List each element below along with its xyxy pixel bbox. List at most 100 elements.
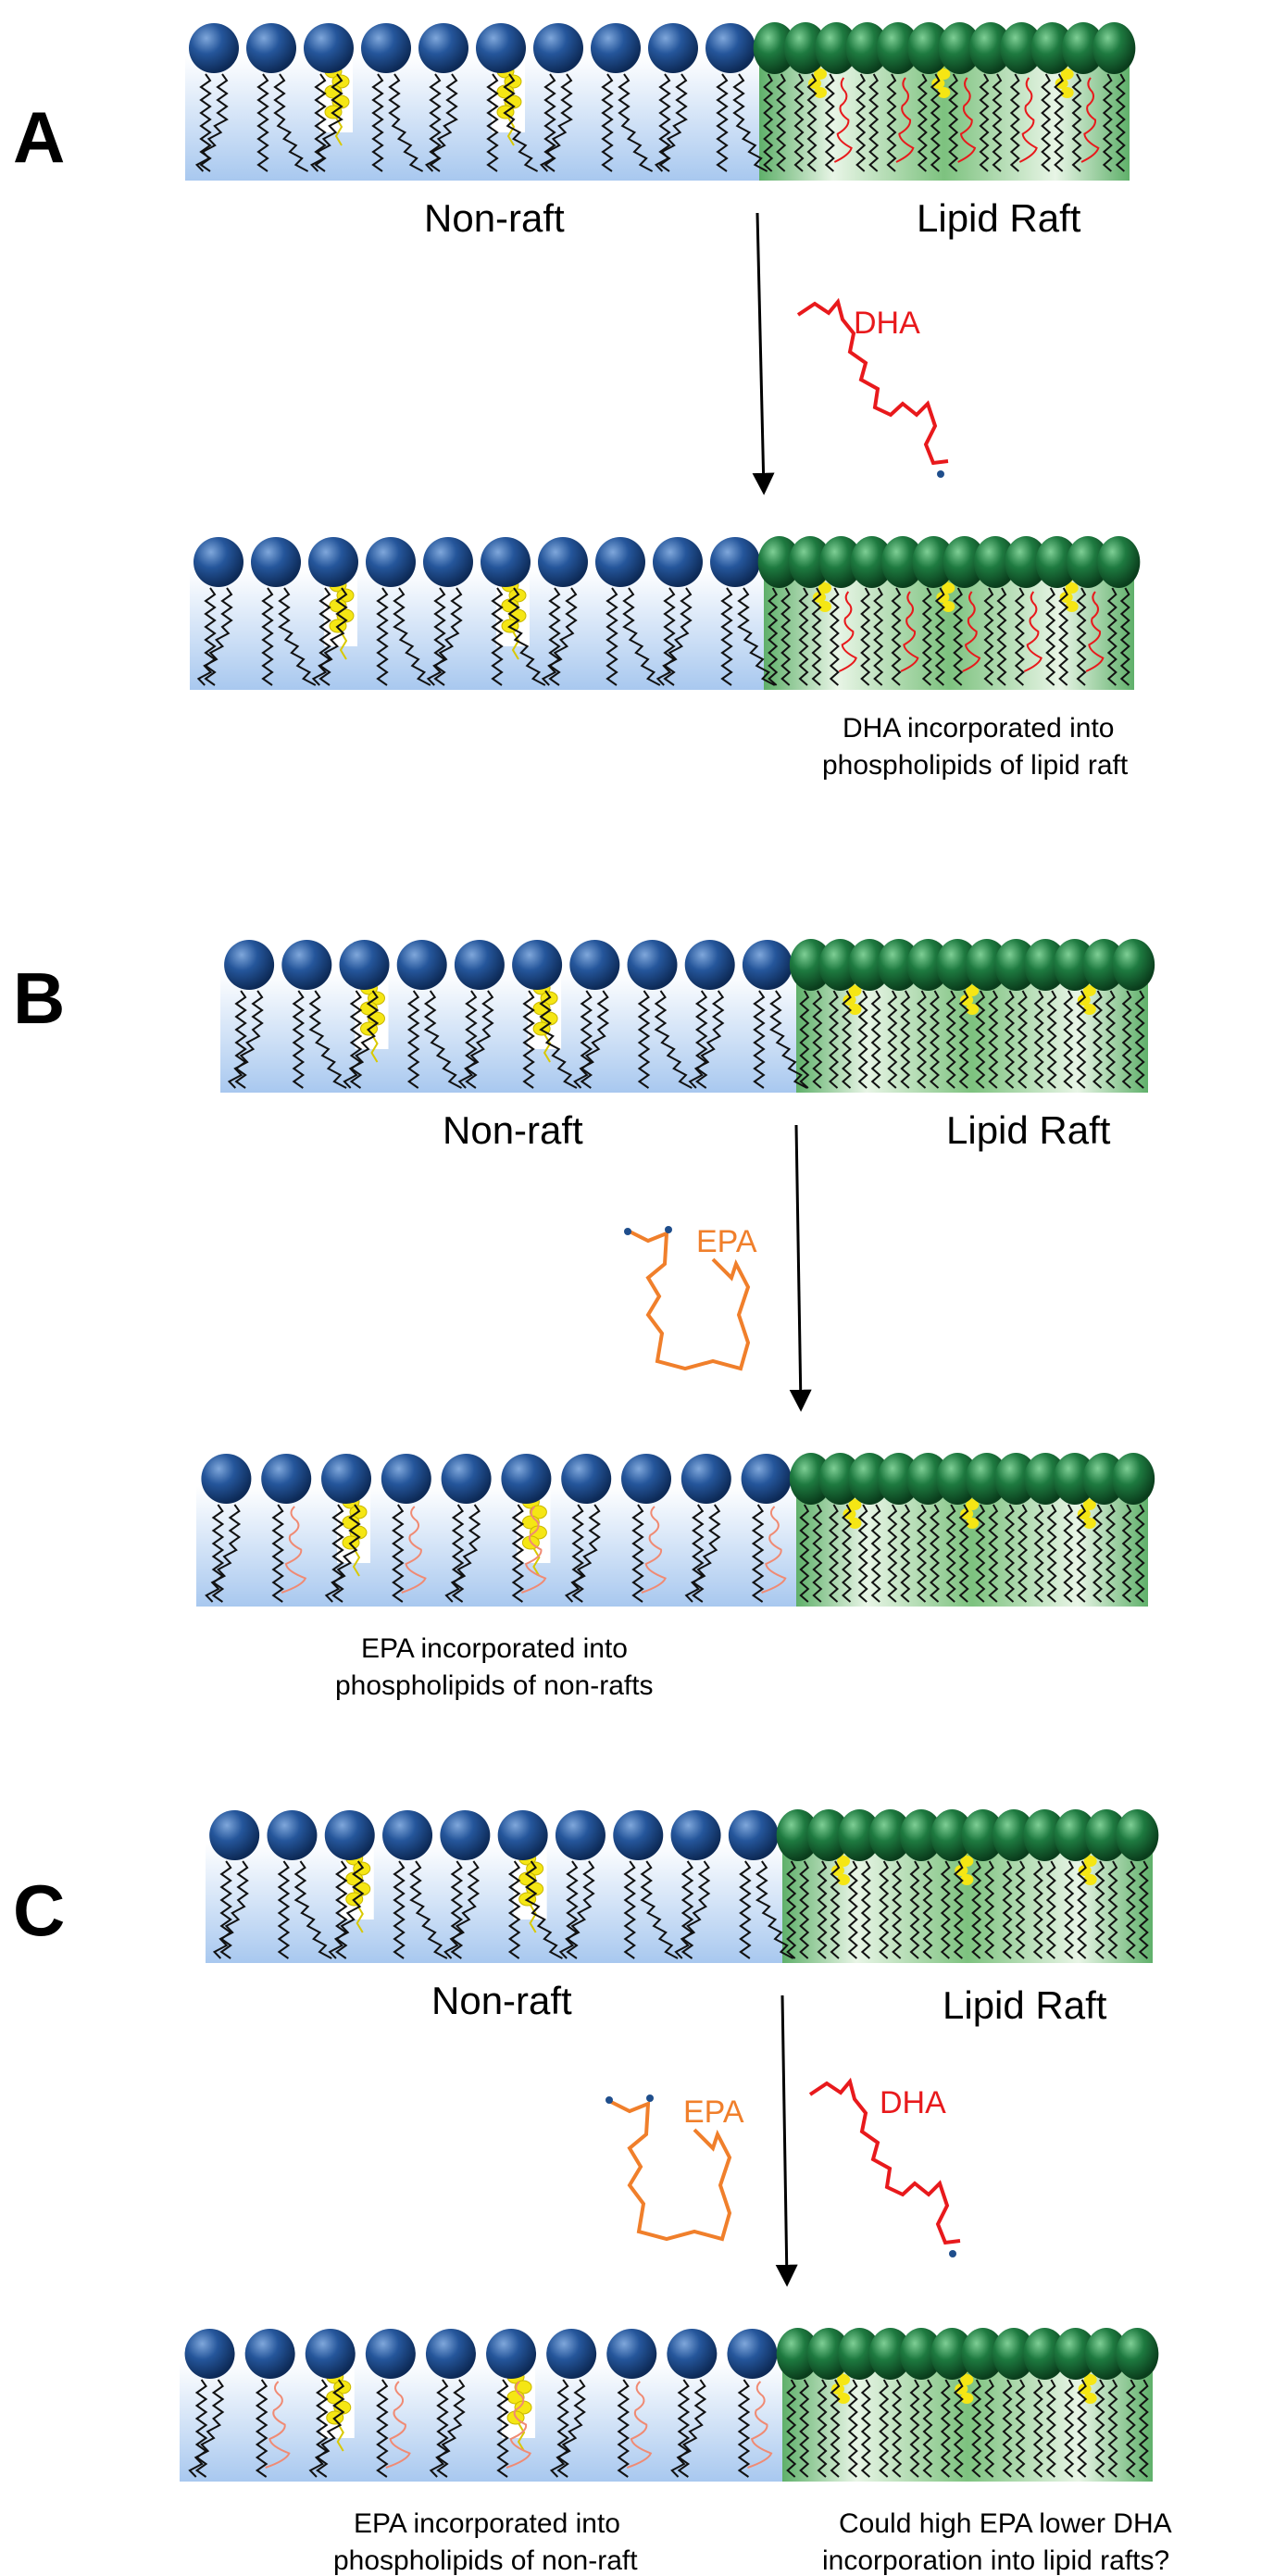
membrane-b-bottom-phospholipid-head-icon [621,1454,671,1504]
membrane-a-bottom-tail [204,587,217,686]
membrane-a-bottom-dha-tail [1085,591,1105,672]
panel-b-arrow [789,1124,812,1412]
panel-c-caption-right-line1: Could high EPA lower DHA [839,2508,1172,2539]
membrane-b-bottom-raft-tail [1033,1504,1044,1603]
membrane-b-top-tail [349,990,363,1089]
membrane-c-top-raft-cholesterol-icon [960,1856,974,1867]
membrane-b-top-raft-lipid-head-icon [906,939,950,991]
membrane-b-top-tail [406,990,420,1089]
membrane-b-top-raft-cholesterol-icon [843,994,856,1006]
membrane-c-top-tail [507,1860,521,1959]
membrane-b-bottom-tail [571,1504,584,1603]
membrane-b-top-tail [227,990,264,1089]
membrane-b-top-cholesterol-tail [370,1033,379,1063]
membrane-b-top-raft-tail [870,990,881,1089]
membrane-b-bottom-phospholipid-head-icon [441,1454,492,1504]
membrane-c-top-tail [335,1860,348,1959]
membrane-c-top-phospholipid-head-icon [382,1810,433,1860]
membrane-c-bottom-raft-cholesterol-icon [837,2374,850,2385]
membrane-c-bottom-raft-tail [1107,2379,1118,2478]
membrane-b-bottom-raft-lipid-head-icon [965,1453,1008,1505]
membrane-b-top-raft-tail [1076,990,1087,1089]
membrane-c-bottom-phospholipid-head-icon [727,2329,778,2379]
membrane-b-top-raft-tail [1033,990,1044,1089]
membrane-c-bottom-tail [188,2379,225,2478]
membrane-a-top-raft-tail [793,73,805,172]
membrane-c-top-raft-cholesterol-icon [837,1874,850,1885]
membrane-c-bottom-tail [670,2379,707,2478]
membrane-b-top-raft-lipid-head-icon [1053,939,1096,991]
membrane-a-bottom-raft-cholesterol-icon [813,592,826,603]
panel-b-letter: B [13,957,65,1039]
membrane-c-bottom-epa-tail [747,2381,773,2469]
membrane-b-top-raft-cholesterol-icon [1082,1004,1096,1015]
membrane-a-top-raft-tail [992,73,1003,172]
membrane-a-bottom-raft-tail [860,587,871,686]
membrane-a-top-raft-cholesterol-icon [808,78,821,89]
panel-a-caption-line2: phospholipids of lipid raft [822,750,1129,781]
membrane-b-top-raft-tail [887,990,898,1089]
membrane-a-top-dha-tail [1080,77,1100,163]
membrane-a-bottom-raft-lipid-head-icon [789,536,831,588]
membrane-c-bottom-raft-cholesterol-icon [955,2383,968,2395]
membrane-b-bottom-raft-tail [812,1504,823,1603]
membrane-c-top-tail [293,1860,332,1959]
membrane-b-bottom-raft-lipid-head-icon [877,1453,920,1505]
membrane-a-top-raft-cholesterol-icon [1060,87,1074,98]
panel-b-raft-label: Lipid Raft [946,1108,1111,1152]
membrane-a-top-raft-cholesterol-icon [1060,69,1074,80]
membrane-c-bottom-raft-cholesterol-icon [1078,2383,1092,2395]
membrane-b-top-tail [688,990,725,1089]
panel-a-arrow [752,212,775,495]
membrane-a-bottom-phospholipid-head-icon [423,537,473,587]
carboxyl-oxygen-icon [646,2095,654,2102]
membrane-b-bottom-epa-tail [401,1506,427,1594]
membrane-a-top-tail [273,73,309,172]
membrane-c-top-raft-tail [879,1860,890,1959]
membrane-c-top-raft-tail [1125,1860,1136,1959]
membrane-a-top-raft-cholesterol-icon [931,78,945,89]
membrane-a-bottom-raft-lipid-head-icon [881,536,924,588]
membrane-a-top-raft-tail [1054,73,1065,172]
membrane-a-bottom-tail [311,587,348,686]
membrane-c-top-tail [328,1860,365,1959]
membrane-a-top-raft-cholesterol-icon [814,87,827,98]
membrane-a-top-raft-tail [868,73,880,172]
membrane-b-bottom-raft-tail [870,1504,881,1603]
membrane-c-top-raft-tail [1064,1860,1075,1959]
membrane-a-bottom-raft-tail [780,587,792,686]
membrane-c-top-phospholipid-head-icon [555,1810,606,1860]
membrane-b-bottom-raft-cholesterol-icon [966,1518,980,1529]
membrane-b-top-raft-tail [1134,990,1145,1089]
membrane-a-bottom-tail [655,587,693,686]
membrane-c-top-raft-cholesterol-icon [1078,1865,1092,1876]
membrane-c-top-raft-cholesterol-icon [837,1856,850,1867]
membrane-c-top-raft-lipid-head-icon [930,1809,974,1861]
membrane-a-bottom-raft-tail [1106,587,1117,686]
membrane-b-bottom-phospholipid-head-icon [501,1454,552,1504]
membrane-c-top-raft-cholesterol-icon [1083,1874,1097,1885]
membrane-a-bottom-raft-tail [953,587,964,686]
membrane-a-bottom-phospholipid-head-icon [481,537,531,587]
membrane-b-top-raft-cholesterol-icon [848,1004,862,1015]
membrane-c-bottom-epa-tail [506,2381,532,2469]
membrane-c-bottom-raft-cholesterol-icon [831,2383,844,2395]
membrane-b-bottom-raft-lipid-head-icon [848,1453,892,1505]
membrane-b-top-tail [637,990,651,1089]
membrane-b-top-raft-cholesterol-icon [1082,985,1096,996]
membrane-c-top-tail [409,1860,448,1959]
epa-label-c: EPA [683,2095,744,2130]
panel-c-raft-label: Lipid Raft [943,1983,1107,2027]
membrane-c-bottom-cholesterol-tail [336,2422,344,2452]
membrane-c-top-cholesterol-tail [529,1904,537,1933]
membrane-b-bottom-phospholipid-head-icon [381,1454,431,1504]
membrane-c-top-raft-tail [1002,1860,1013,1959]
membrane-c-bottom-raft-tail [922,2379,933,2478]
membrane-c-bottom-raft-tail [971,2379,982,2478]
membrane-a-top-raft-cholesterol-icon [937,87,951,98]
membrane-c-top-raft-tail [1138,1860,1149,1959]
membrane-c-top-raft-lipid-head-icon [1116,1809,1159,1861]
dha-molecule-c: DHA [808,2077,961,2257]
membrane-b-bottom-raft-tail [1046,1504,1057,1603]
membrane-a-bottom-raft-cholesterol-icon [1065,582,1079,594]
